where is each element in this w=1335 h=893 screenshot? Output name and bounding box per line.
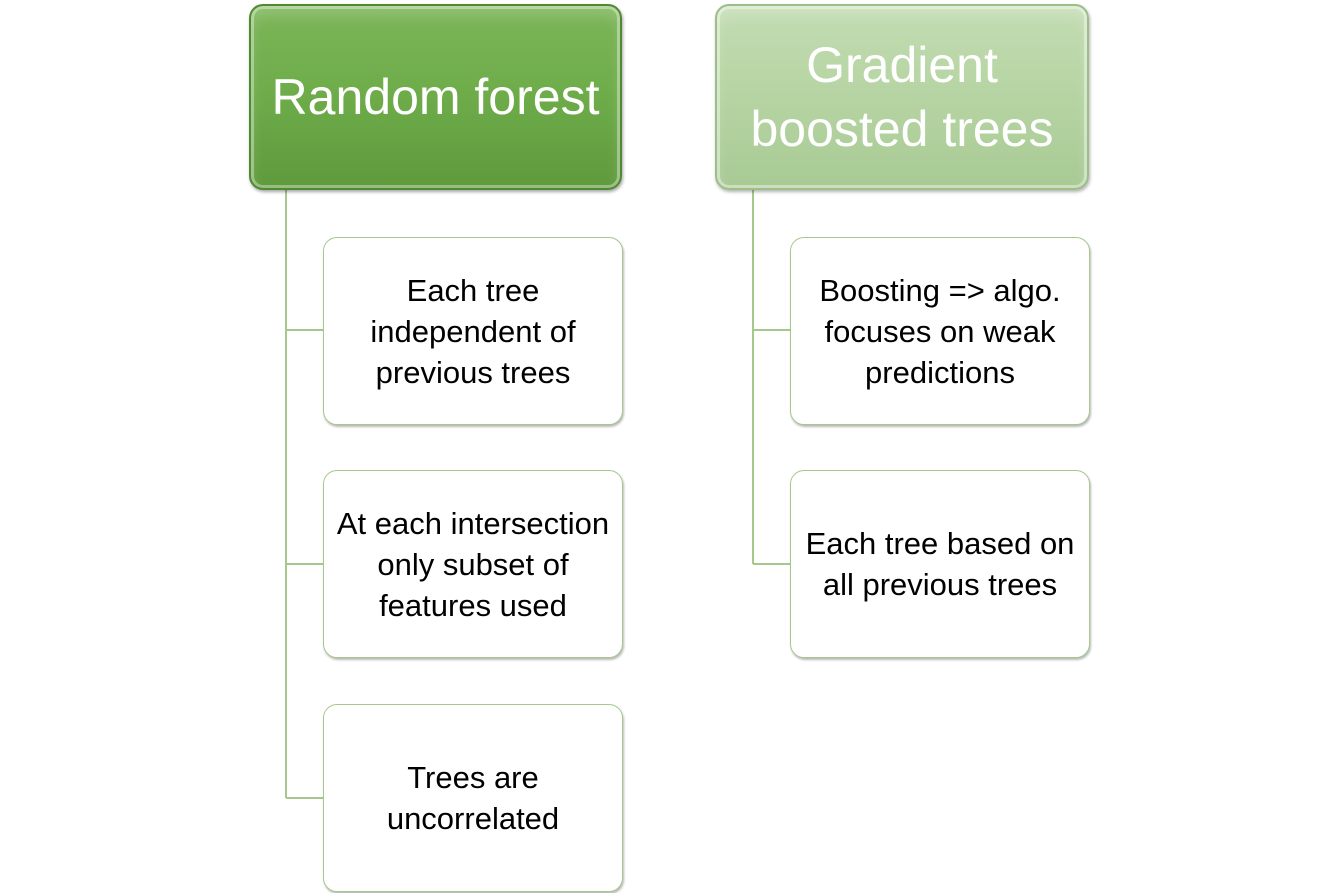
gradient-boosted-header: Gradient boosted trees (715, 4, 1089, 190)
rf-item-1-text: Each tree independent of previous trees (370, 272, 576, 390)
gb-item-2: Each tree based on all previous trees (790, 470, 1090, 658)
gradient-boosted-title: Gradient boosted trees (750, 37, 1054, 157)
rf-item-1: Each tree independent of previous trees (323, 237, 623, 425)
random-forest-title: Random forest (271, 69, 600, 125)
gb-item-2-text: Each tree based on all previous trees (805, 526, 1075, 602)
gb-item-1-text: Boosting => algo. focuses on weak predic… (819, 272, 1061, 390)
rf-item-2: At each intersection only subset of feat… (323, 470, 623, 658)
rf-item-3: Trees are uncorrelated (323, 704, 623, 892)
rf-item-2-text: At each intersection only subset of feat… (336, 505, 610, 623)
rf-item-3-text: Trees are uncorrelated (386, 760, 560, 836)
random-forest-header: Random forest (249, 4, 622, 190)
gb-item-1: Boosting => algo. focuses on weak predic… (790, 237, 1090, 425)
